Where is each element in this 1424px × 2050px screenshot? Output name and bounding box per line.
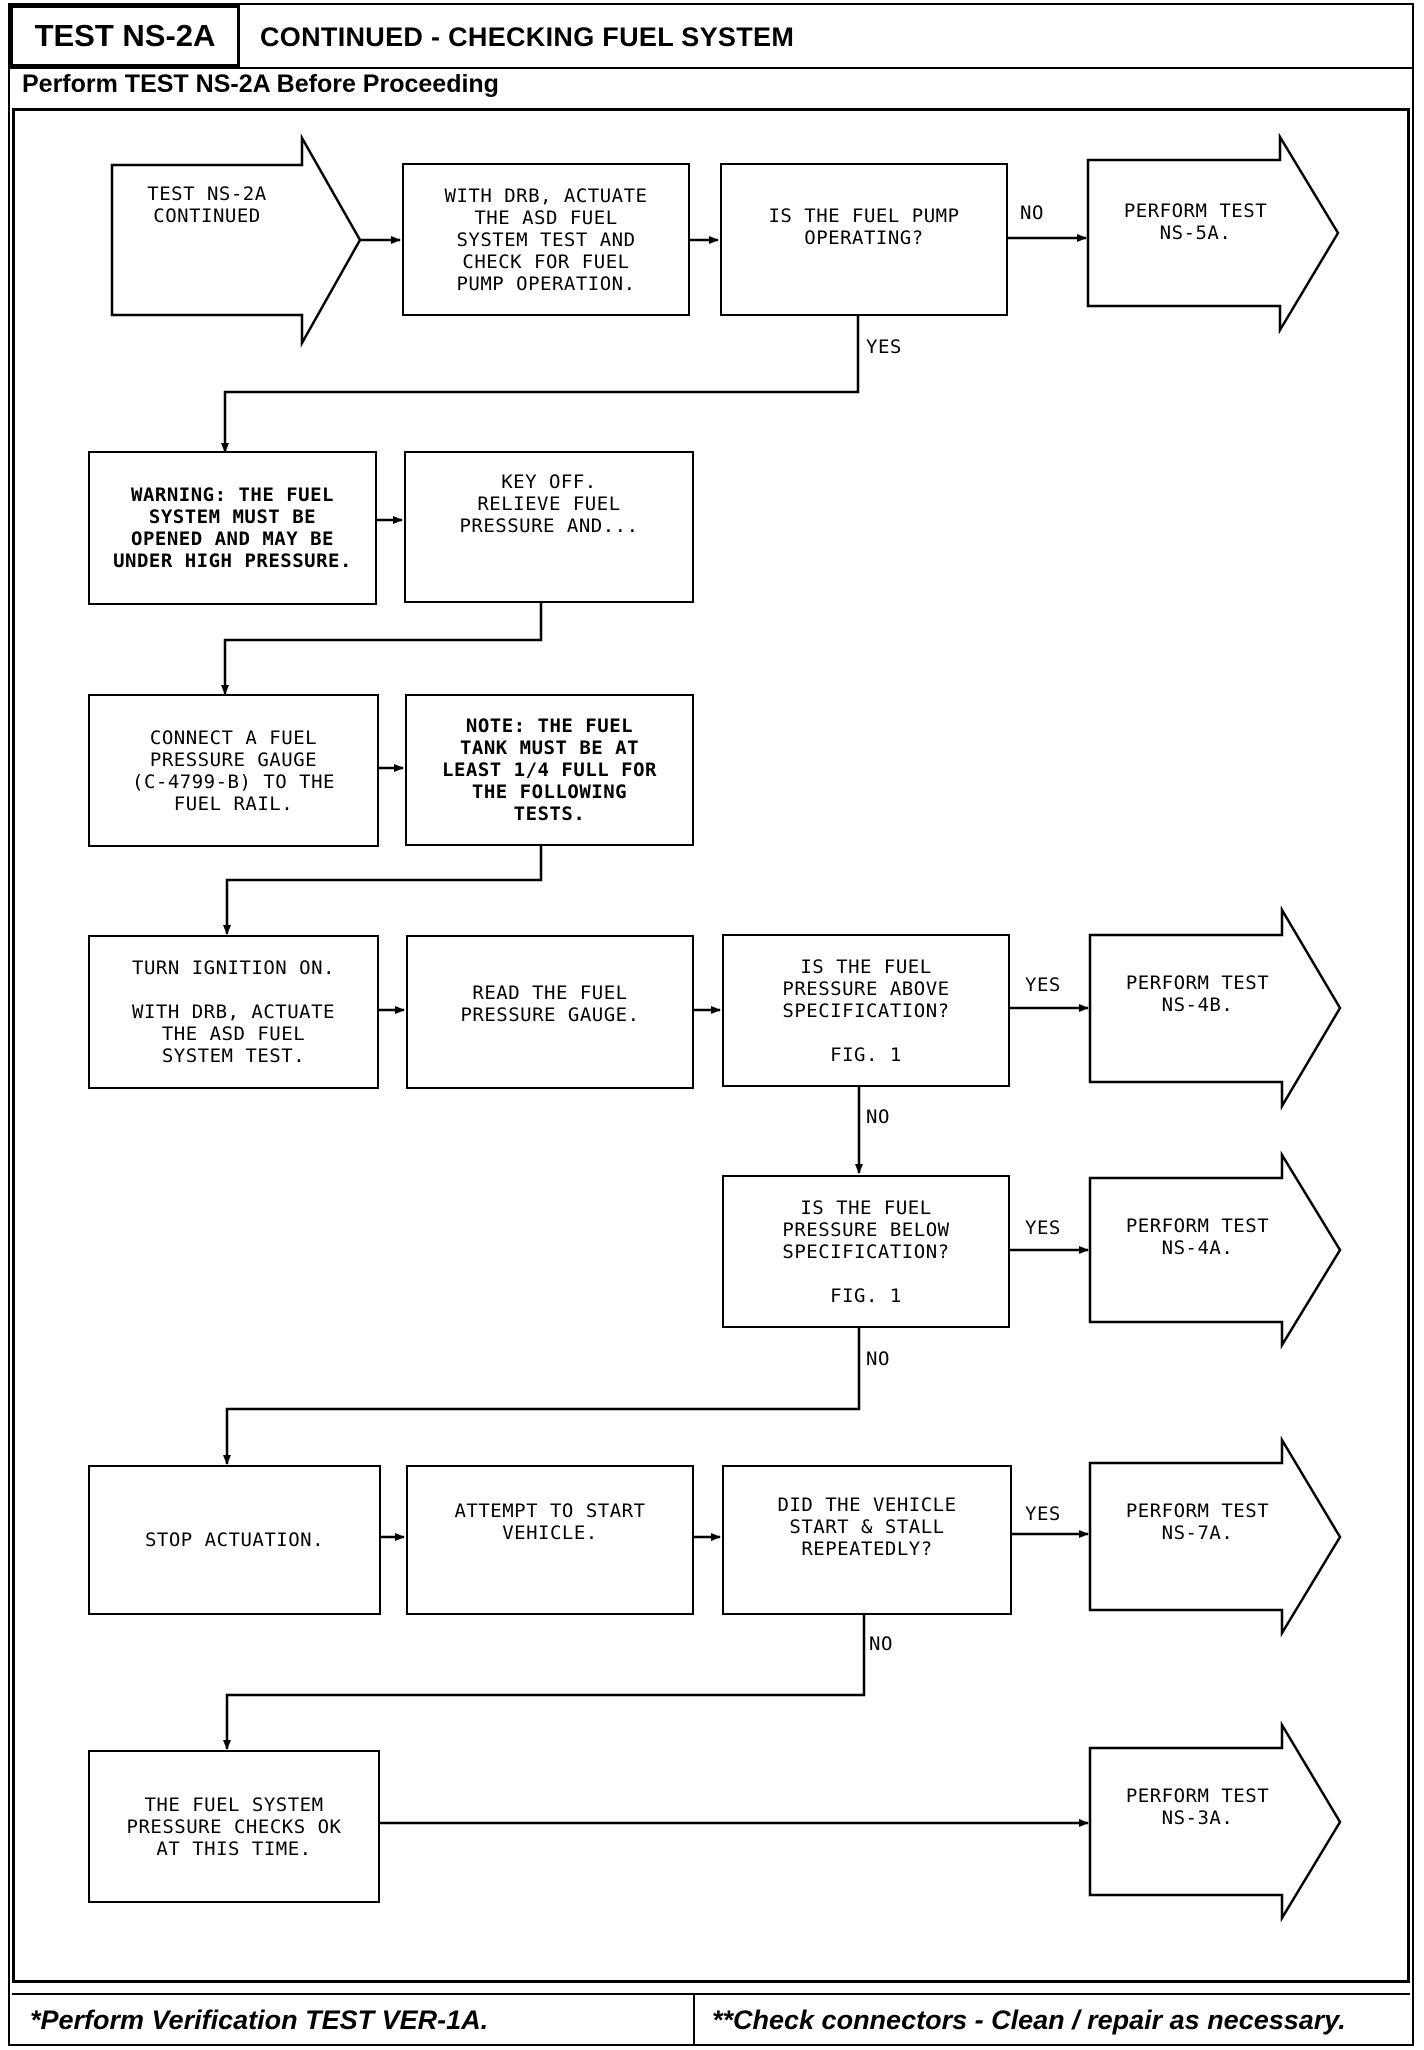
perform-ns5a-text: PERFORM TEST NS-5A.	[1123, 200, 1268, 244]
ns3a-arrow-shape	[1088, 1720, 1342, 1923]
stop-actuation-box: STOP ACTUATION.	[88, 1465, 381, 1615]
footer-verification-note: *Perform Verification TEST VER-1A.	[30, 2005, 489, 2035]
above-no-label: NO	[866, 1106, 890, 1128]
footer-connectors-note: **Check connectors - Clean / repair as n…	[712, 2005, 1346, 2035]
pump-no-label: NO	[1020, 202, 1044, 224]
ns4a-arrow-shape	[1088, 1150, 1342, 1350]
page-frame	[8, 3, 1414, 2046]
below-yes-label: YES	[1025, 1217, 1061, 1239]
connect-gauge-box: CONNECT A FUEL PRESSURE GAUGE (C-4799-B)…	[88, 694, 379, 847]
note-tank-box: NOTE: THE FUEL TANK MUST BE AT LEAST 1/4…	[405, 694, 694, 846]
above-yes-label: YES	[1025, 974, 1061, 996]
perform-ns7a-text: PERFORM TEST NS-7A.	[1125, 1500, 1270, 1544]
start-arrow-shape	[110, 133, 362, 348]
stall-yes-label: YES	[1025, 1503, 1061, 1525]
turn-ignition-box: TURN IGNITION ON. WITH DRB, ACTUATE THE …	[88, 935, 379, 1089]
read-gauge-box: READ THE FUEL PRESSURE GAUGE.	[406, 935, 694, 1089]
ns4b-arrow-shape	[1088, 905, 1342, 1111]
below-spec-question: IS THE FUEL PRESSURE BELOW SPECIFICATION…	[722, 1175, 1010, 1328]
checks-ok-box: THE FUEL SYSTEM PRESSURE CHECKS OK AT TH…	[88, 1750, 380, 1903]
arrow-keyoff-to-connect	[221, 602, 543, 695]
flowchart-frame	[12, 108, 1410, 1983]
pump-yes-label: YES	[866, 336, 902, 358]
footer-column-divider	[693, 1993, 695, 2046]
perform-ns4a-text: PERFORM TEST NS-4A.	[1125, 1215, 1270, 1259]
perform-ns4b-text: PERFORM TEST NS-4B.	[1125, 972, 1270, 1016]
page-title: CONTINUED - CHECKING FUEL SYSTEM	[260, 22, 795, 52]
ns5a-arrow-shape	[1086, 132, 1340, 335]
stall-no-label: NO	[869, 1633, 893, 1655]
header-divider	[8, 67, 1414, 69]
stall-question: DID THE VEHICLE START & STALL REPEATEDLY…	[722, 1465, 1012, 1615]
attempt-start-box: ATTEMPT TO START VEHICLE.	[406, 1465, 694, 1615]
arrow-stall-no	[223, 1612, 866, 1750]
test-label: TEST NS-2A	[10, 5, 240, 67]
arrow-below-no	[223, 1327, 861, 1465]
footer-divider	[12, 1993, 1410, 1995]
ns7a-arrow-shape	[1088, 1435, 1342, 1638]
key-off-box: KEY OFF. RELIEVE FUEL PRESSURE AND...	[404, 451, 694, 603]
below-no-label: NO	[866, 1348, 890, 1370]
start-arrow-text: TEST NS-2A CONTINUED	[147, 183, 267, 227]
arrow-note-to-ignition	[223, 845, 543, 935]
subheader: Perform TEST NS-2A Before Proceeding	[22, 70, 499, 98]
perform-ns3a-text: PERFORM TEST NS-3A.	[1125, 1785, 1270, 1829]
actuate-asd-box: WITH DRB, ACTUATE THE ASD FUEL SYSTEM TE…	[402, 163, 690, 316]
warning-box: WARNING: THE FUEL SYSTEM MUST BE OPENED …	[88, 451, 377, 605]
terminal-arrows	[110, 132, 1342, 1923]
arrow-pump-yes	[221, 315, 860, 453]
pump-operating-question: IS THE FUEL PUMP OPERATING?	[720, 163, 1008, 316]
above-spec-question: IS THE FUEL PRESSURE ABOVE SPECIFICATION…	[722, 934, 1010, 1087]
